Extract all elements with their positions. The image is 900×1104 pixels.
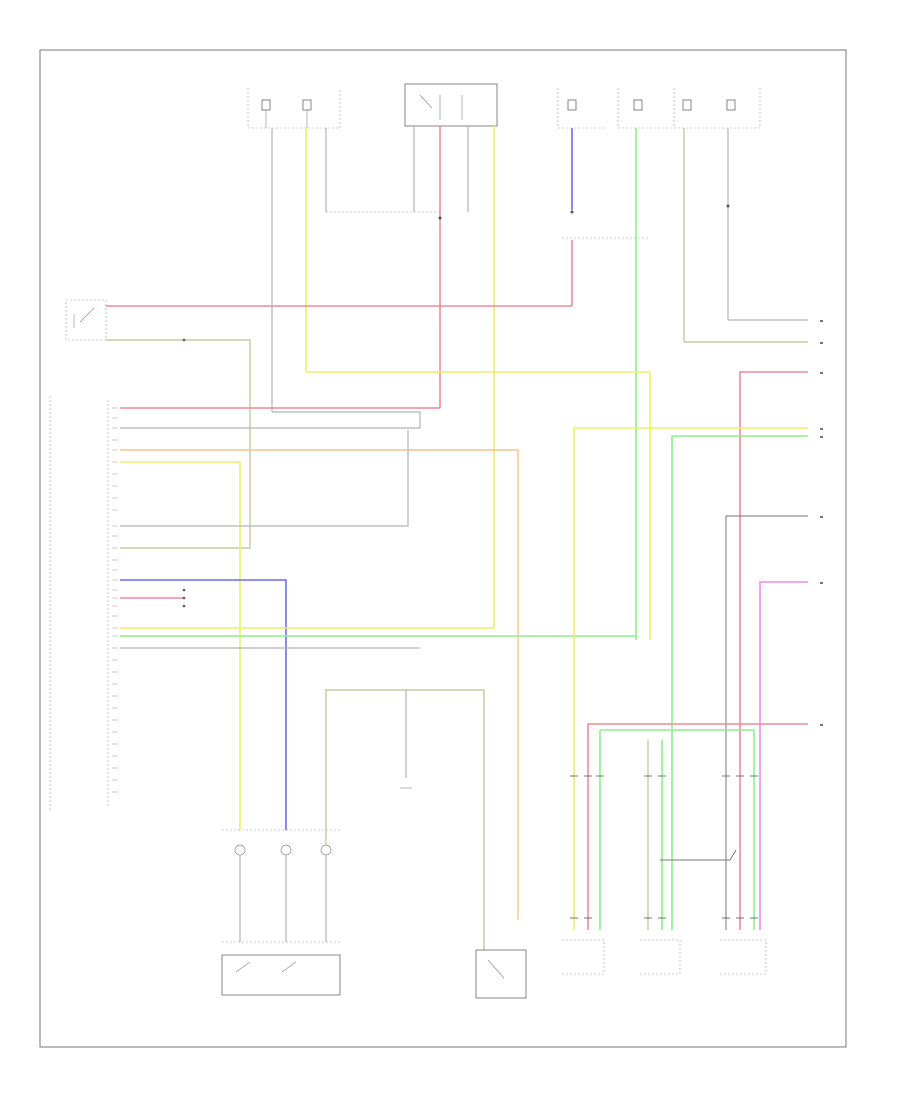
fuse-block-1 [247, 88, 341, 129]
fuse-block-3 [617, 88, 672, 129]
sensor-3 [720, 939, 767, 975]
multifunction-switch [221, 941, 341, 996]
splice-markers [182, 338, 186, 608]
module-pin-ticks [112, 407, 118, 793]
relay-box [404, 83, 498, 127]
diagram-frame [39, 49, 847, 1048]
brake-switch [475, 949, 527, 999]
ignition-switch [65, 299, 107, 341]
sensor-2 [640, 939, 681, 975]
control-module [49, 396, 109, 812]
sensor-1 [562, 939, 605, 975]
sensor-connector-marks [570, 775, 758, 919]
right-connector-pins [820, 320, 823, 726]
fuse-block-4 [673, 88, 761, 129]
fuse-block-2 [557, 88, 606, 129]
